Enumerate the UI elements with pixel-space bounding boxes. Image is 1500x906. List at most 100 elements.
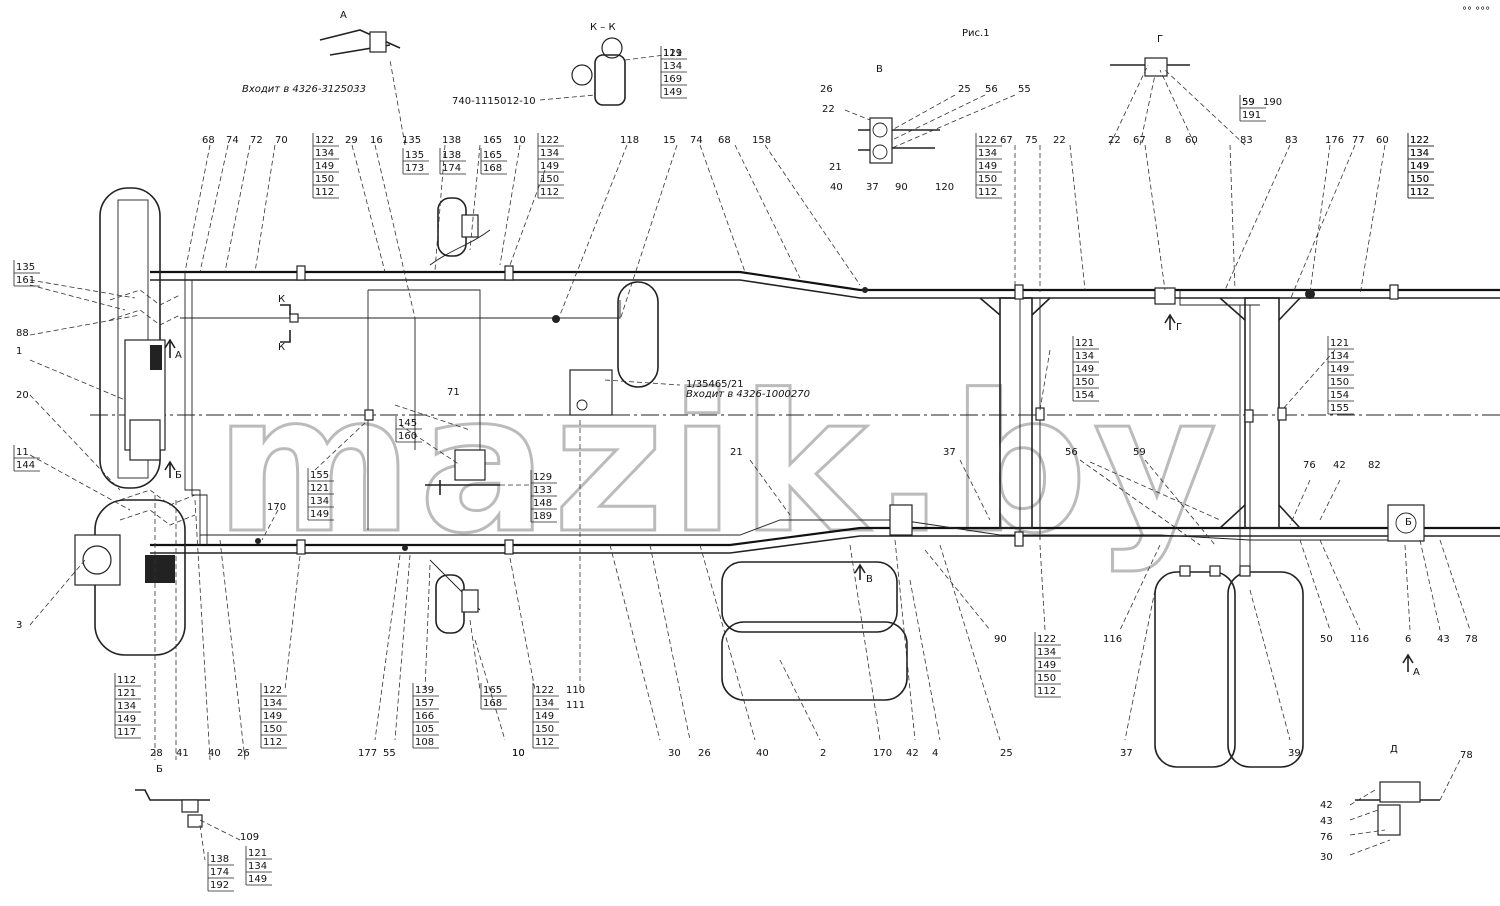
stack-item: 161 — [16, 275, 35, 286]
callout-76: 76 — [1303, 460, 1316, 471]
callout-10: 10 — [512, 748, 525, 759]
stack-item: 165 — [483, 150, 502, 161]
callout-120: 120 — [935, 182, 954, 193]
stack-item: 134 — [315, 148, 334, 159]
stack-item: 122 — [1037, 634, 1056, 645]
callout-74: 74 — [690, 135, 703, 146]
callout-177: 177 — [358, 748, 377, 759]
callout-22: 22 — [1053, 135, 1066, 146]
callout-21: 21 — [829, 162, 842, 173]
callout-55: 55 — [1018, 84, 1031, 95]
stack-item: 105 — [415, 724, 434, 735]
stack-item: 134 — [263, 698, 282, 709]
callout-68: 68 — [718, 135, 731, 146]
stack-item: 150 — [1037, 673, 1056, 684]
callout-42: 42 — [906, 748, 919, 759]
callout-55: 55 — [383, 748, 396, 759]
stack-item: 166 — [415, 711, 434, 722]
callout-88: 88 — [16, 328, 29, 339]
stack-item: 121 — [117, 688, 136, 699]
detail-view-kk — [571, 37, 626, 106]
callout-2: 2 — [820, 748, 826, 759]
stack-item: 112 — [978, 187, 997, 198]
callout-60: 60 — [1376, 135, 1389, 146]
stack-item: 155 — [1330, 403, 1349, 414]
stack-item: 150 — [1330, 377, 1349, 388]
stack-item: 139 — [415, 685, 434, 696]
stack-item: 150 — [1075, 377, 1094, 388]
stack-item: 149 — [248, 874, 267, 885]
stack-item: 169 — [663, 74, 682, 85]
stack-item: 134 — [117, 701, 136, 712]
stack-item: 112 — [1410, 187, 1429, 198]
callout-110: 110 — [566, 685, 585, 696]
callout-67: 67 — [1133, 135, 1146, 146]
callout-39: 39 — [1288, 748, 1301, 759]
callout-59: 59 — [1133, 447, 1146, 458]
view-label: К — [278, 342, 285, 353]
callout-118: 118 — [620, 135, 639, 146]
relay-valve-center — [569, 281, 659, 416]
callout-165: 165 — [483, 135, 502, 146]
stack-item: 122 — [540, 135, 559, 146]
brake-chamber-upper — [437, 197, 479, 257]
stack-boxes: 1351611114412213414915011212213414915011… — [13, 46, 1434, 892]
callout-90: 90 — [994, 634, 1007, 645]
stack-item: 149 — [263, 711, 282, 722]
callout-158: 158 — [752, 135, 771, 146]
stack-item: 191 — [1242, 110, 1261, 121]
detail-view-g — [1110, 57, 1190, 77]
stack-item: 157 — [415, 698, 434, 709]
callout-67: 67 — [1000, 135, 1013, 146]
callout-41: 41 — [176, 748, 189, 759]
detail-view-d — [1355, 781, 1440, 836]
stack-item: 121 — [663, 48, 682, 59]
callout-83: 83 — [1240, 135, 1253, 146]
callout-26: 26 — [820, 84, 833, 95]
stack-item: 122 — [315, 135, 334, 146]
valve-rear-8 — [1154, 287, 1176, 305]
stack-item: 138 — [210, 854, 229, 865]
stack-item: 11 — [16, 447, 29, 458]
callout-28: 28 — [150, 748, 163, 759]
leader-lines — [29, 54, 1471, 861]
stack-item: 112 — [1410, 187, 1429, 198]
front-wheel-top — [99, 187, 161, 489]
valve-rear-82 — [1387, 504, 1425, 542]
callout-4: 4 — [932, 748, 938, 759]
view-label: Б — [1405, 517, 1412, 528]
callout-76: 76 — [1320, 832, 1333, 843]
callout-75: 75 — [1025, 135, 1038, 146]
callout-8: 8 — [1165, 135, 1171, 146]
pipe-clamps — [255, 265, 1399, 555]
stack-item: 121 — [248, 848, 267, 859]
callout-116: 116 — [1103, 634, 1122, 645]
callout-37: 37 — [866, 182, 879, 193]
callout-37: 37 — [1120, 748, 1133, 759]
view-label: А — [1413, 667, 1420, 678]
corner-mark: °° °°° — [1462, 6, 1490, 17]
stack-item: 135 — [16, 262, 35, 273]
callout-29: 29 — [345, 135, 358, 146]
stack-item: 150 — [1410, 174, 1429, 185]
view-label: Г — [1176, 322, 1182, 333]
note-kk-part: 740-1115012-10 — [452, 96, 536, 107]
stack-item: 134 — [1410, 148, 1429, 159]
callout-40: 40 — [830, 182, 843, 193]
stack-item: 134 — [978, 148, 997, 159]
view-label: Б — [175, 470, 182, 481]
stack-item: 149 — [540, 161, 559, 172]
callout-72: 72 — [250, 135, 263, 146]
stack-item: 134 — [535, 698, 554, 709]
callout-16: 16 — [370, 135, 383, 146]
stack-item: 112 — [1037, 686, 1056, 697]
